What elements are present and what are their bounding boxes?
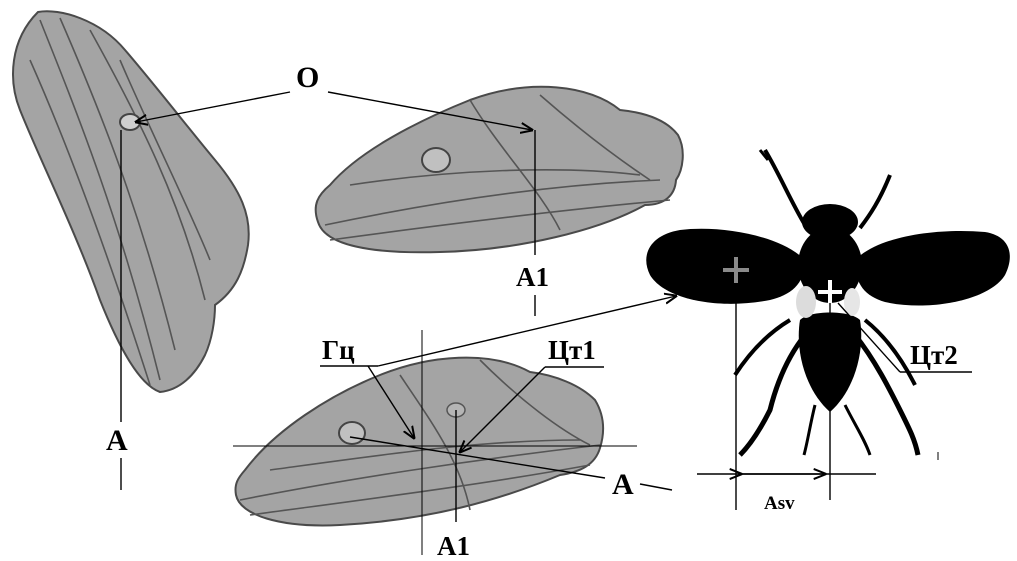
wing-joint-marker (422, 148, 450, 172)
wing-joint-marker (339, 422, 365, 444)
label-axis-a-bottom: A (612, 468, 634, 501)
label-axis-a-left: A (106, 424, 128, 457)
wing-horizontal-bottom (235, 358, 603, 526)
wing-vertical (13, 11, 249, 392)
label-gts: Гц (322, 335, 355, 365)
label-axis-a1-bottom: A1 (437, 531, 470, 561)
label-center-o: O (296, 61, 319, 94)
label-cg1: Цт1 (548, 335, 596, 365)
label-asv: Asv (764, 493, 795, 514)
label-axis-a1-top: A1 (516, 262, 549, 292)
label-cg2: Цт2 (910, 340, 958, 370)
wing-horizontal-top (316, 87, 683, 252)
fly-silhouette (646, 150, 1010, 455)
